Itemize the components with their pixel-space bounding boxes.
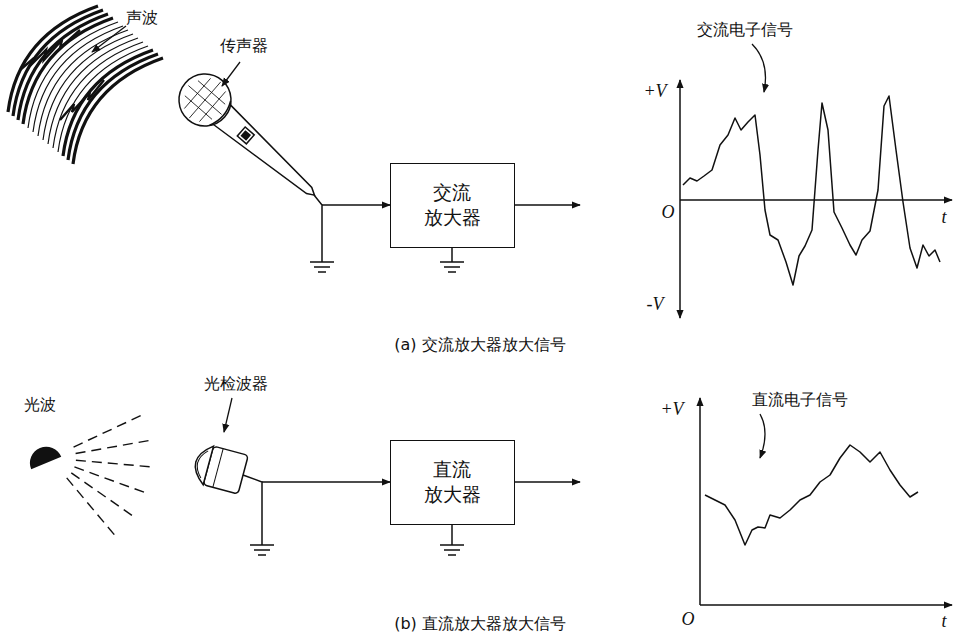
sound-wave bbox=[20, 30, 80, 70]
axis-label: +V bbox=[643, 81, 666, 103]
ground-symbol bbox=[440, 545, 464, 555]
light-source bbox=[124, 464, 134, 466]
photodetector bbox=[191, 443, 249, 494]
signal-wire bbox=[322, 204, 390, 206]
amplifier-box: 交流 放大器 bbox=[390, 163, 515, 248]
sound-wave bbox=[43, 34, 133, 140]
light-source bbox=[74, 467, 83, 470]
sound-wave bbox=[8, 6, 163, 164]
light-source bbox=[91, 449, 101, 451]
light-source bbox=[108, 527, 114, 535]
sound-wave bbox=[73, 58, 163, 164]
wave-label: 光波 bbox=[24, 395, 56, 414]
axis-label: -V bbox=[647, 294, 664, 316]
ground-wire bbox=[451, 247, 453, 262]
photodetector bbox=[213, 449, 223, 488]
photodetector bbox=[191, 443, 214, 485]
light-source bbox=[103, 429, 112, 433]
figure-caption: (b) 直流放大器放大信号 bbox=[394, 614, 566, 633]
light-source bbox=[76, 460, 86, 462]
graph-axis bbox=[679, 200, 681, 318]
graph-axis bbox=[680, 199, 952, 201]
sound-wave bbox=[48, 38, 138, 144]
microphone bbox=[237, 127, 254, 144]
light-source bbox=[98, 515, 104, 523]
light-source bbox=[27, 416, 150, 535]
light-source bbox=[105, 478, 114, 481]
output-arrow bbox=[515, 481, 580, 483]
sound-wave bbox=[60, 80, 104, 120]
light-source bbox=[27, 444, 63, 470]
graph-axis bbox=[700, 398, 952, 605]
graph-axis bbox=[679, 80, 681, 200]
part-label: 光检波器 bbox=[204, 374, 268, 393]
light-source bbox=[107, 446, 117, 448]
light-source bbox=[84, 482, 92, 488]
pointer-arrow bbox=[222, 62, 240, 86]
output-arrow bbox=[515, 204, 580, 206]
axis-label: t bbox=[941, 207, 946, 229]
light-source bbox=[139, 441, 149, 443]
wave-label: 声波 bbox=[126, 8, 158, 27]
pointer-arrow bbox=[760, 414, 765, 458]
graph-axis bbox=[700, 604, 952, 606]
axis-label: t bbox=[941, 611, 946, 633]
sound-wave bbox=[23, 18, 113, 124]
light-source bbox=[88, 436, 97, 440]
microphone bbox=[242, 131, 250, 139]
light-source bbox=[111, 500, 119, 506]
light-source bbox=[67, 416, 150, 535]
light-source bbox=[140, 465, 150, 467]
light-source bbox=[77, 490, 83, 498]
part-label: 传声器 bbox=[220, 36, 268, 55]
light-source bbox=[132, 416, 141, 420]
ac-waveform bbox=[683, 96, 940, 285]
signal-wire bbox=[262, 481, 390, 483]
pointer-arrow bbox=[92, 26, 126, 52]
light-source bbox=[98, 491, 106, 497]
microphone bbox=[173, 67, 238, 132]
light-source bbox=[135, 489, 144, 492]
axis-label: O bbox=[682, 609, 695, 631]
amplifier-box: 直流 放大器 bbox=[390, 440, 515, 525]
amplifier-label: 交流 放大器 bbox=[418, 180, 486, 229]
light-source bbox=[89, 472, 98, 475]
ground-symbol bbox=[310, 262, 334, 272]
figure-caption: (a) 交流放大器放大信号 bbox=[394, 335, 565, 354]
photodetector bbox=[194, 449, 208, 478]
light-source bbox=[74, 443, 83, 447]
light-source bbox=[108, 462, 118, 464]
axis-label: O bbox=[662, 202, 675, 224]
ground-symbol bbox=[250, 545, 274, 555]
microphone bbox=[168, 63, 331, 214]
sound-wave bbox=[68, 54, 158, 160]
pointer-arrow bbox=[752, 44, 766, 92]
light-source bbox=[124, 510, 132, 516]
light-source bbox=[71, 473, 79, 479]
pointer-arrow bbox=[224, 398, 232, 432]
light-source bbox=[67, 478, 73, 486]
ground-symbol bbox=[440, 262, 464, 272]
light-source bbox=[117, 423, 126, 427]
light-source bbox=[92, 461, 102, 463]
light-source bbox=[87, 502, 93, 510]
microphone bbox=[210, 101, 234, 128]
microphone bbox=[213, 105, 323, 205]
light-source bbox=[123, 443, 133, 445]
dc-waveform bbox=[705, 445, 918, 545]
signal-label: 直流电子信号 bbox=[752, 390, 848, 409]
light-source bbox=[76, 452, 86, 454]
ground-wire bbox=[451, 524, 453, 545]
amplifier-label: 直流 放大器 bbox=[418, 457, 486, 506]
signal-wire bbox=[314, 195, 322, 262]
signal-wire bbox=[243, 475, 262, 545]
signal-label: 交流电子信号 bbox=[697, 20, 793, 39]
axis-label: +V bbox=[660, 399, 683, 421]
graph-axis bbox=[680, 80, 952, 318]
graph-axis bbox=[699, 398, 701, 605]
light-source bbox=[120, 483, 129, 486]
